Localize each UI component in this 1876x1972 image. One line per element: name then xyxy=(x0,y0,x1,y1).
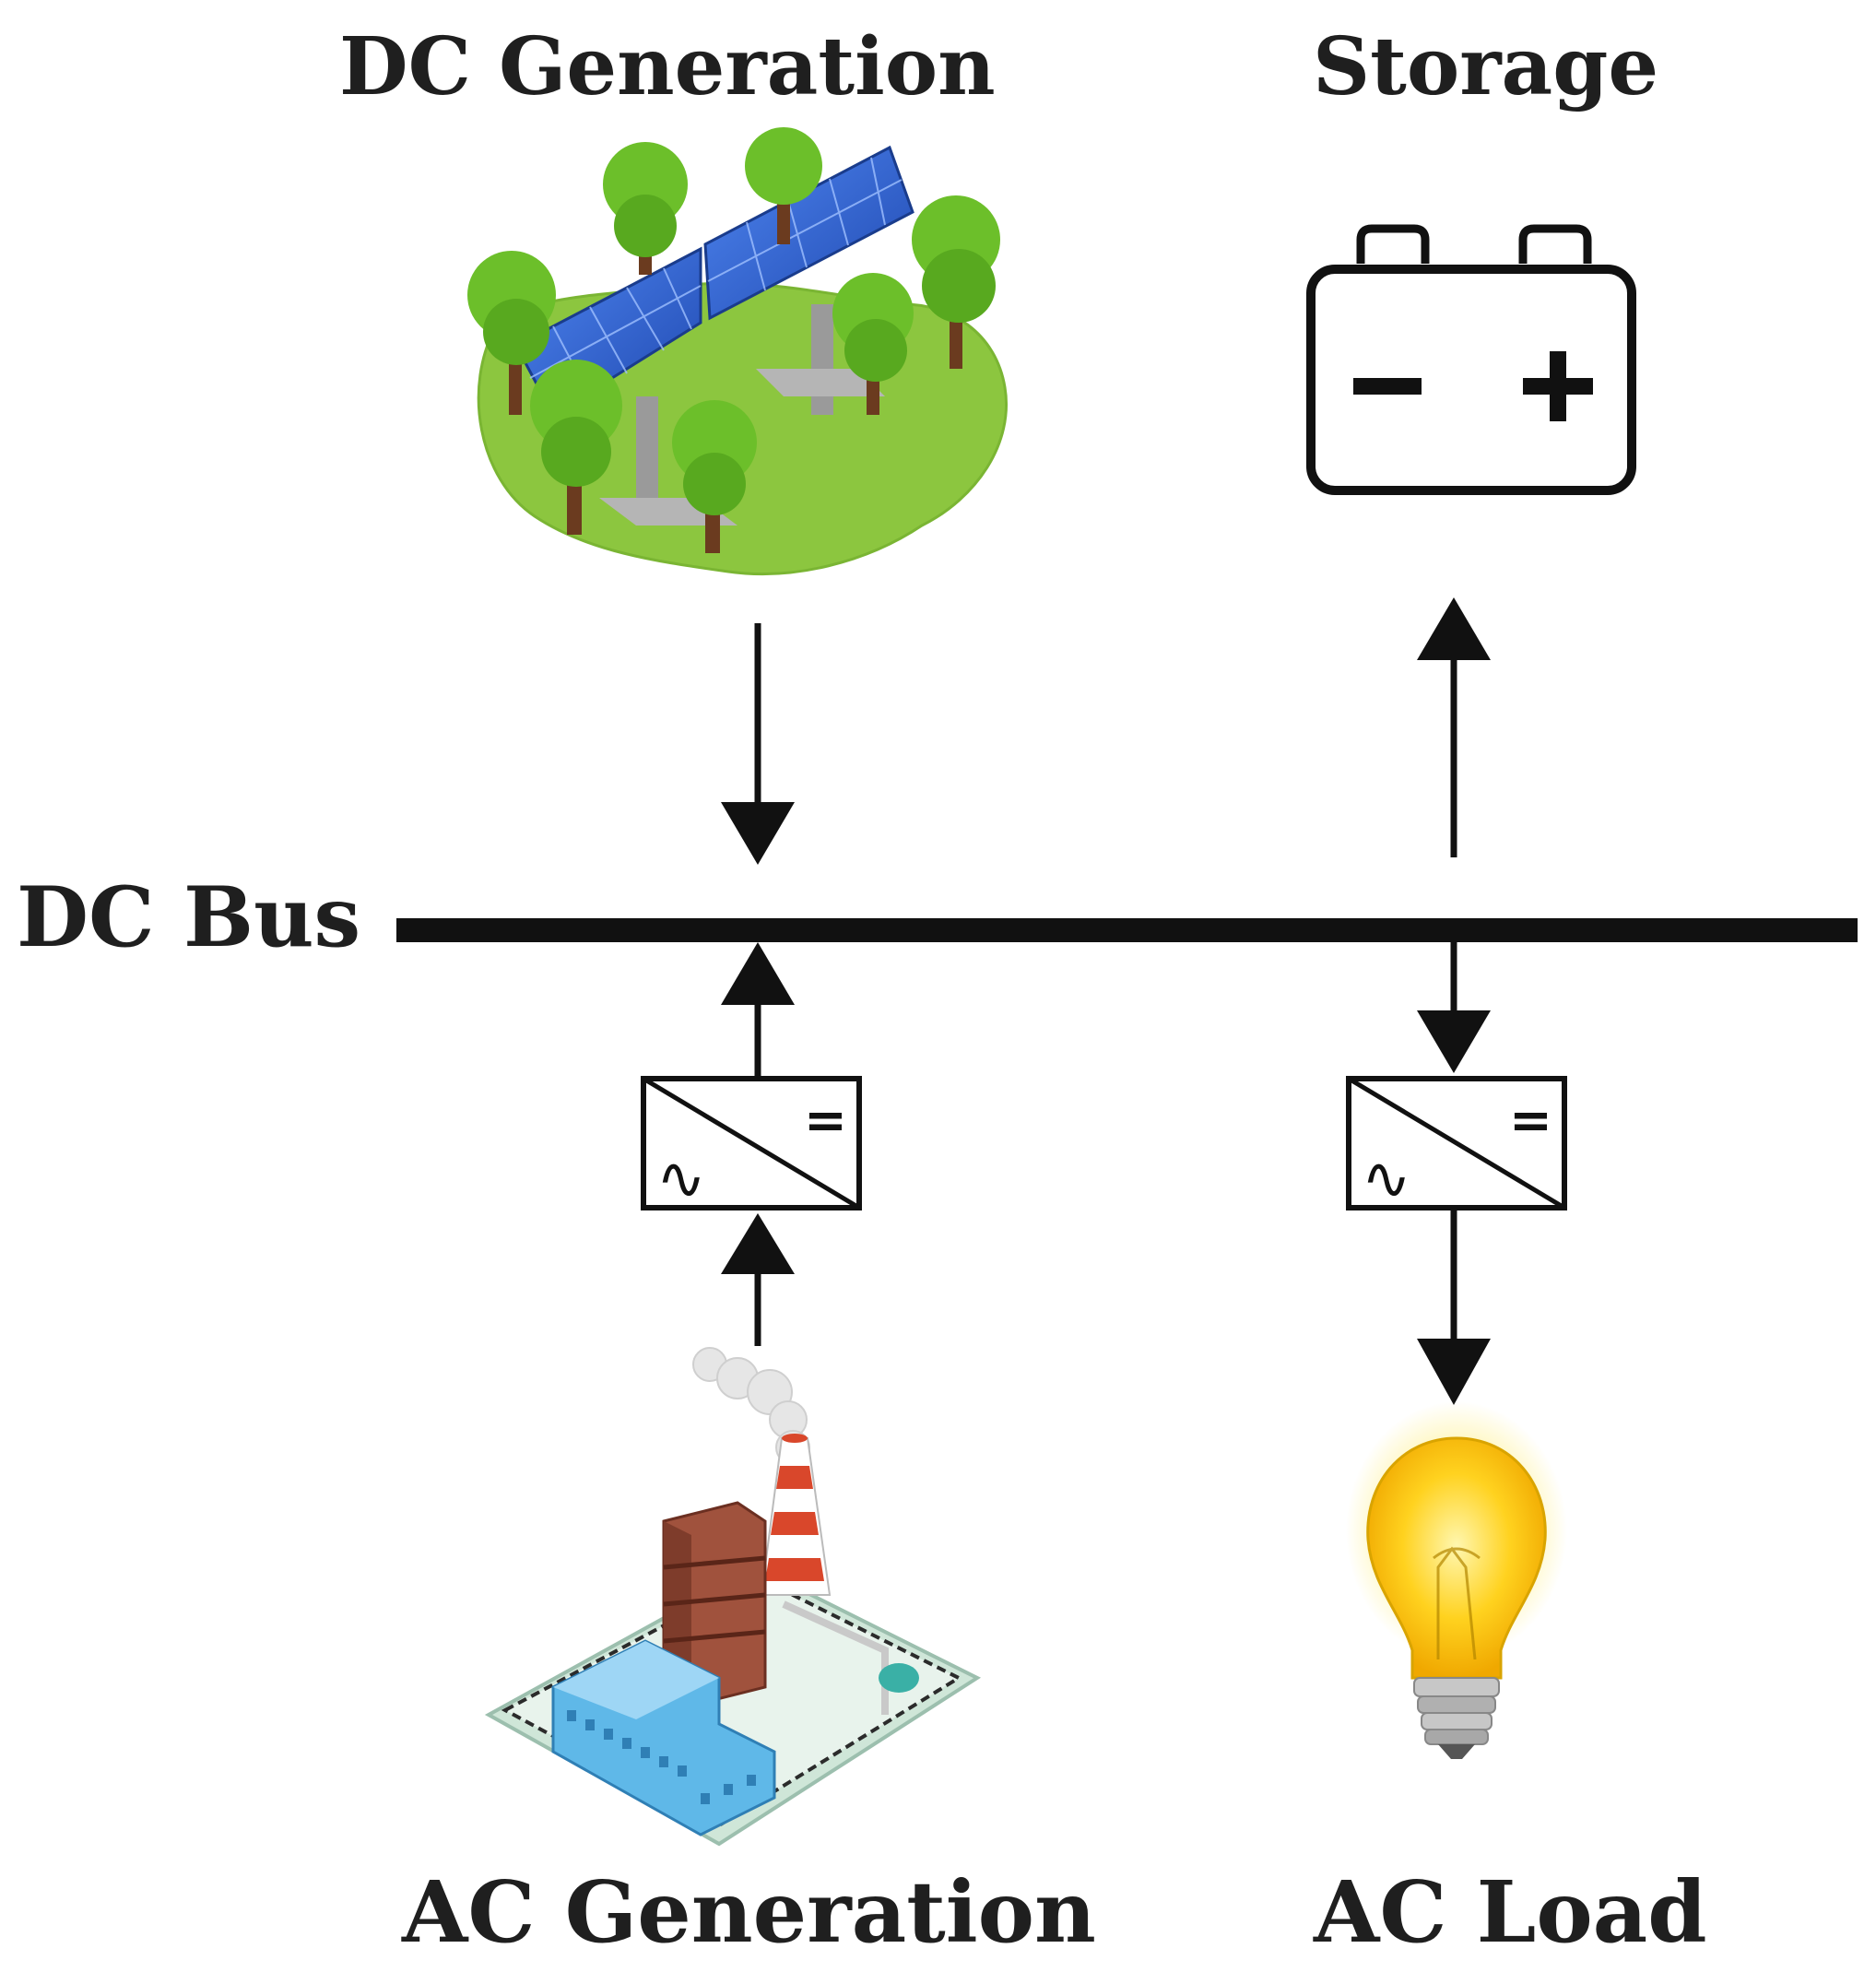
dc-bus-label: DC Bus xyxy=(17,868,361,966)
dc-generation-arrow xyxy=(721,623,795,865)
ac-load-label: AC Load xyxy=(1314,1862,1707,1962)
ac-generation-arrow xyxy=(721,942,795,1346)
storage-label: Storage xyxy=(1313,20,1659,113)
storage-arrow xyxy=(1417,597,1491,857)
converter-dc-symbol: = xyxy=(1509,1091,1552,1151)
dc-generation-label: DC Generation xyxy=(339,20,996,113)
ac-load-arrow xyxy=(1417,942,1491,1405)
solar-farm-icon xyxy=(467,127,1008,576)
dc-bus-line xyxy=(396,918,1858,942)
ac-dc-converter-icon: ∿ = xyxy=(1346,1076,1567,1213)
power-plant-icon xyxy=(484,1347,982,1847)
converter-dc-symbol: = xyxy=(804,1091,847,1151)
ac-dc-converter-icon: ∿ = xyxy=(641,1076,862,1213)
battery-icon xyxy=(1306,224,1636,495)
converter-ac-symbol: ∿ xyxy=(1362,1145,1411,1213)
ac-generation-label: AC Generation xyxy=(402,1862,1096,1962)
converter-ac-symbol: ∿ xyxy=(656,1145,706,1213)
light-bulb-icon xyxy=(1346,1401,1567,1759)
